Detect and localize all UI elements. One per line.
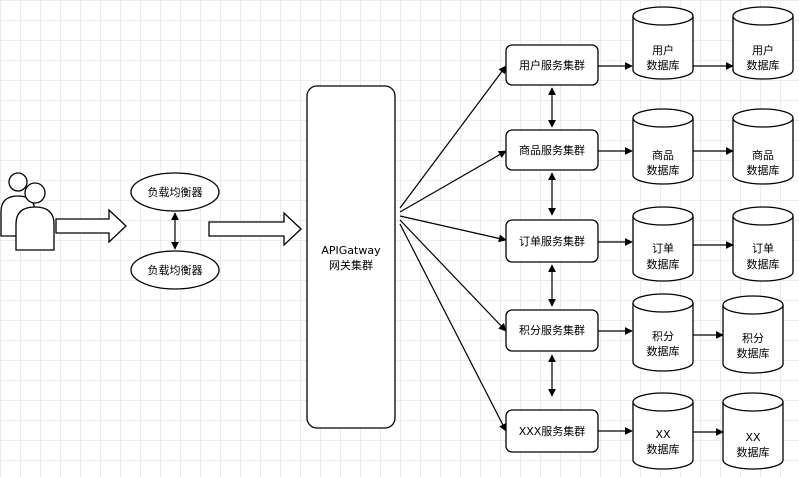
service-row: XXX服务集群 XX 数据库 XX 数据库 xyxy=(505,392,784,470)
database-icon xyxy=(732,108,794,185)
database-label: 数据库 xyxy=(647,257,680,271)
database-label: 用户 xyxy=(752,43,774,57)
service-cluster-label: 订单服务集群 xyxy=(519,234,585,248)
service-cluster-label: 商品服务集群 xyxy=(519,143,585,157)
service-cluster-label: 用户服务集群 xyxy=(519,58,585,72)
database-icon xyxy=(732,206,794,282)
database-label: 数据库 xyxy=(647,163,680,177)
database-icon xyxy=(632,293,694,372)
load-balancer-node xyxy=(130,250,220,290)
database-icon xyxy=(722,295,784,374)
database-label: 积分 xyxy=(742,332,764,345)
gateway-cluster-box xyxy=(306,85,396,429)
service-cluster-box xyxy=(505,129,599,171)
database-icon xyxy=(632,6,694,80)
database-label: XX xyxy=(655,428,671,441)
service-row: 订单服务集群 订单 数据库 订单 数据库 xyxy=(505,206,794,282)
database-label: 数据库 xyxy=(747,257,780,271)
database-icon xyxy=(722,392,784,470)
gateway-to-points-service-arrow xyxy=(399,219,507,332)
users-to-lb-arrow xyxy=(55,208,127,244)
database-label: 数据库 xyxy=(747,58,780,72)
database-icon xyxy=(632,206,694,282)
database-label: 订单 xyxy=(652,242,674,255)
database-icon xyxy=(632,392,694,470)
gateway-to-product-service-arrow xyxy=(399,150,507,213)
database-label: 数据库 xyxy=(647,58,680,72)
database-label: 数据库 xyxy=(737,346,770,360)
database-label: 商品 xyxy=(752,148,774,162)
database-label: XX xyxy=(745,431,761,444)
database-label: 数据库 xyxy=(747,163,780,177)
load-balancer-label: 负载均衡器 xyxy=(148,263,203,277)
gateway-to-user-service-arrow xyxy=(399,65,507,209)
gateway-sublabel: 网关集群 xyxy=(329,258,373,272)
service-cluster-label: 积分服务集群 xyxy=(519,323,585,337)
database-label: 积分 xyxy=(652,330,674,343)
database-icon xyxy=(632,108,694,185)
users-icon xyxy=(0,172,55,251)
service-cluster-box xyxy=(505,44,599,86)
database-label: 用户 xyxy=(652,43,674,57)
database-label: 订单 xyxy=(752,242,774,255)
service-row: 积分服务集群 积分 数据库 积分 数据库 xyxy=(505,293,784,374)
gateway-to-order-service-arrow xyxy=(399,215,507,243)
database-label: 数据库 xyxy=(647,344,680,358)
gateway-label: APIGatway xyxy=(321,244,381,257)
database-label: 数据库 xyxy=(737,445,770,459)
gateway-to-xxx-service-arrow xyxy=(399,223,507,432)
service-cluster-label: XXX服务集群 xyxy=(519,424,586,438)
service-cluster-box xyxy=(505,219,599,263)
database-label: 数据库 xyxy=(647,442,680,456)
load-balancer-label: 负载均衡器 xyxy=(148,185,203,199)
database-icon xyxy=(732,6,794,80)
load-balancer-node xyxy=(130,172,220,212)
database-label: 商品 xyxy=(652,148,674,162)
service-row: 商品服务集群 商品 数据库 商品 数据库 xyxy=(505,108,794,185)
service-row: 用户服务集群 用户 数据库 用户 数据库 xyxy=(505,6,794,86)
lb-to-gateway-arrow xyxy=(208,211,302,247)
